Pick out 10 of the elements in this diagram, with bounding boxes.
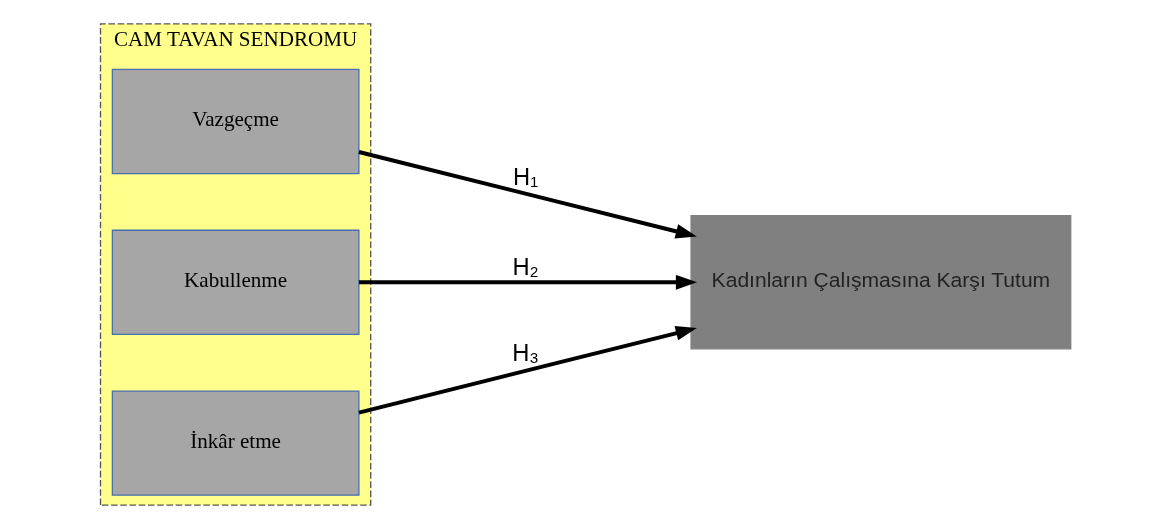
node-box: Kadınların Çalışmasına Karşı Tutum (690, 215, 1072, 350)
arrow (358, 326, 697, 415)
edge-label: H₃ (512, 339, 540, 366)
edge-label: H₂ (512, 253, 539, 280)
node-box: Kabullenme (111, 229, 360, 336)
arrow (358, 150, 697, 239)
arrow (358, 274, 697, 290)
node-box: Vazgeçme (111, 68, 360, 175)
node-box: İnkâr etme (111, 390, 360, 496)
edge-label: H₁ (513, 164, 539, 191)
